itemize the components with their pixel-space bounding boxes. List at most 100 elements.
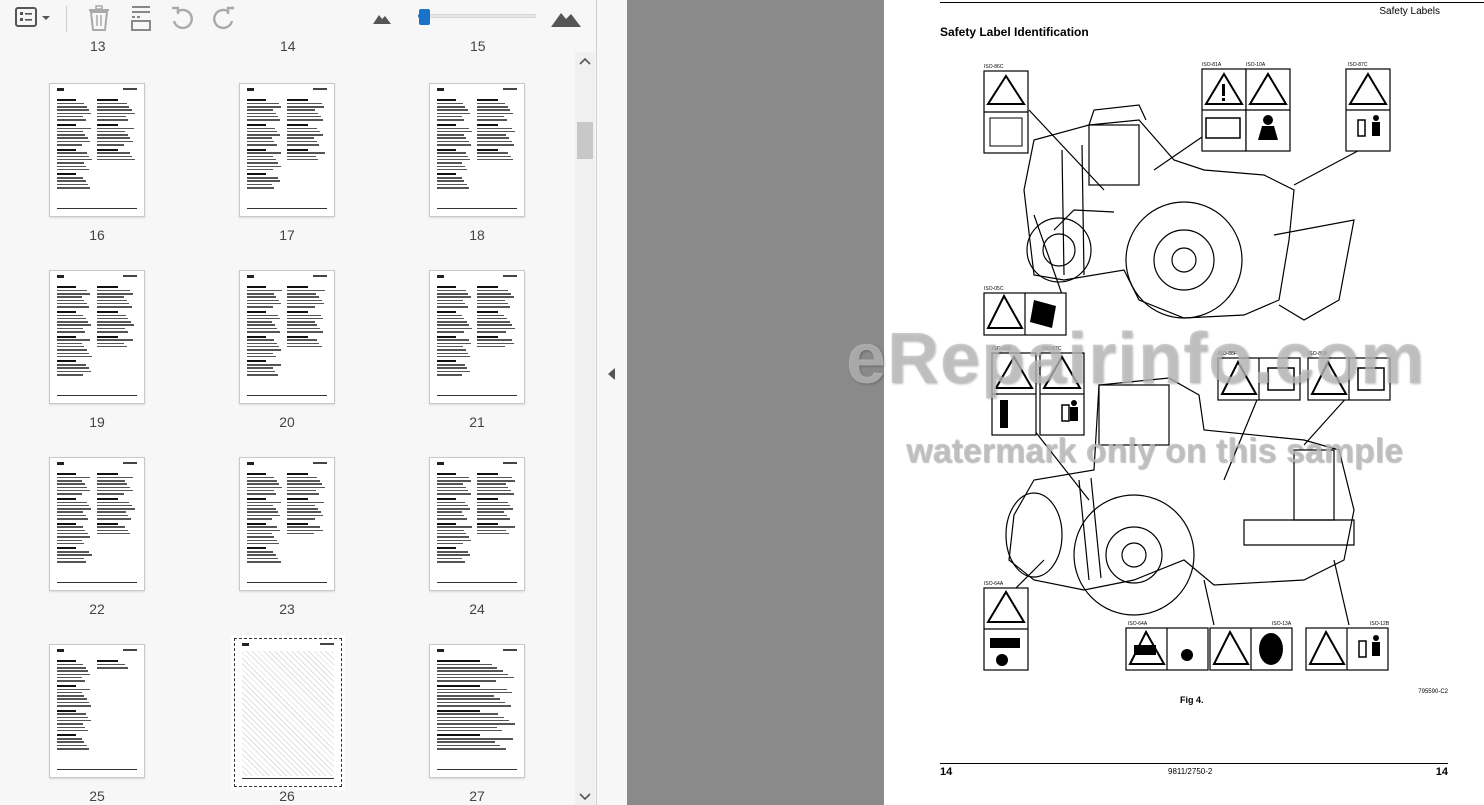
thumbnail-page-label: 17 [279, 227, 295, 243]
thumbnail-footer [57, 582, 137, 583]
page-thumbnail[interactable] [49, 270, 145, 404]
thumbnail-footer [247, 208, 327, 209]
thumbnail-page-label: 19 [89, 414, 105, 430]
thumbnail-footer [437, 395, 517, 396]
scroll-down-icon[interactable] [579, 792, 591, 804]
thumbnail-footer [437, 208, 517, 209]
thumbnail-logo [57, 275, 64, 278]
page-thumbnail[interactable] [49, 83, 145, 217]
thumbnail-content [437, 283, 517, 393]
thumbnail-page-label: 22 [89, 601, 105, 617]
zoom-out-thumbnails-button[interactable] [372, 5, 392, 31]
redo-button[interactable] [210, 5, 238, 31]
page-thumbnail[interactable] [429, 270, 525, 404]
thumbnail-header [123, 88, 137, 90]
safety-label-figure: ISO-86C ISO-81A ISO-10A ISO-87C ISO-05C … [983, 62, 1391, 671]
thumbnail-content [437, 657, 517, 767]
svg-text:ISO-87C: ISO-87C [1042, 346, 1062, 352]
page-thumbnail[interactable] [49, 644, 145, 778]
document-background [627, 0, 884, 805]
thumbnail-logo [247, 88, 254, 91]
slider-knob[interactable] [418, 9, 430, 25]
svg-text:ISO-64A: ISO-64A [984, 581, 1004, 587]
thumbnail-content [57, 283, 137, 393]
thumbnail-header [503, 88, 517, 90]
thumbnail-logo [247, 275, 254, 278]
thumbnail-content [57, 96, 137, 206]
page-label-14: 14 [280, 38, 296, 54]
redo-icon [211, 5, 237, 31]
page-number-left: 14 [940, 766, 953, 778]
thumbnail-content [247, 96, 327, 206]
undo-button[interactable] [168, 5, 196, 31]
thumbnail-footer [242, 778, 334, 779]
page-thumbnail[interactable] [429, 457, 525, 591]
page-thumbnail[interactable] [239, 457, 335, 591]
thumbnail-header [123, 462, 137, 464]
thumbnail-footer [437, 769, 517, 770]
document-number: 9811/2750-2 [1168, 767, 1213, 776]
svg-text:ISO-43C: ISO-43C [992, 346, 1012, 352]
list-view-icon [15, 7, 41, 29]
thumbnail-logo [57, 462, 64, 465]
thumbnail-size-slider[interactable] [418, 9, 536, 25]
thumbnail-content [247, 470, 327, 580]
view-menu-button[interactable] [10, 5, 56, 31]
thumbnail-page-label: 21 [469, 414, 485, 430]
svg-text:ISO-86C: ISO-86C [984, 64, 1004, 70]
delete-button[interactable] [86, 5, 112, 31]
page-thumbnail[interactable] [239, 270, 335, 404]
page-thumbnail[interactable] [429, 83, 525, 217]
thumbnail-content [57, 470, 137, 580]
thumbnail-header [503, 649, 517, 651]
toolbar-divider [66, 6, 67, 32]
thumbnail-header [503, 462, 517, 464]
thumbnail-content [437, 470, 517, 580]
thumbnail-footer [57, 769, 137, 770]
thumbnail-page-label: 25 [89, 788, 105, 804]
page-thumbnail[interactable] [49, 457, 145, 591]
svg-text:ISO-12B: ISO-12B [1370, 621, 1390, 627]
extract-button[interactable] [128, 5, 154, 31]
scroll-up-icon[interactable] [579, 56, 591, 68]
slider-track [418, 14, 536, 18]
page-thumbnail[interactable] [429, 644, 525, 778]
collapse-panel-icon[interactable] [608, 368, 615, 380]
thumbnail-header [320, 643, 334, 645]
panel-splitter[interactable] [597, 0, 627, 805]
figure-caption: Fig 4. [1180, 695, 1204, 705]
thumbnail-toolbar [0, 0, 596, 38]
page-label-13: 13 [90, 38, 106, 54]
scrollbar-thumb[interactable] [577, 122, 593, 159]
svg-text:ISO-87C: ISO-87C [1348, 62, 1368, 68]
zoom-in-thumbnails-button[interactable] [550, 5, 582, 31]
thumbnail-header [313, 275, 327, 277]
thumbnail-logo [437, 649, 444, 652]
page-number-right: 14 [1435, 766, 1448, 778]
svg-text:ISO-81A: ISO-81A [1202, 62, 1222, 68]
page-thumbnail[interactable] [231, 635, 345, 790]
thumbnail-logo [242, 643, 249, 646]
trash-icon [87, 5, 111, 31]
thumbnail-logo [57, 88, 64, 91]
thumbnail-header [503, 275, 517, 277]
chevron-down-icon [41, 14, 51, 22]
header-rule [940, 2, 1484, 3]
thumbnail-scrollbar[interactable] [575, 52, 595, 805]
thumbnail-content [57, 657, 137, 767]
extract-pages-icon [129, 5, 153, 31]
page-thumbnail[interactable] [239, 83, 335, 217]
thumbnail-page-label: 27 [469, 788, 485, 804]
thumbnail-content [247, 283, 327, 393]
thumbnail-page-label: 26 [279, 788, 295, 804]
footer-rule [940, 763, 1448, 764]
thumbnail-footer [437, 582, 517, 583]
svg-text:ISO-05C: ISO-05C [984, 286, 1004, 292]
thumbnail-footer [57, 395, 137, 396]
thumbnail-logo [437, 462, 444, 465]
svg-text:ISO-86B: ISO-86B [1308, 351, 1328, 357]
thumbnail-page-label: 20 [279, 414, 295, 430]
thumbnail-page-label: 23 [279, 601, 295, 617]
